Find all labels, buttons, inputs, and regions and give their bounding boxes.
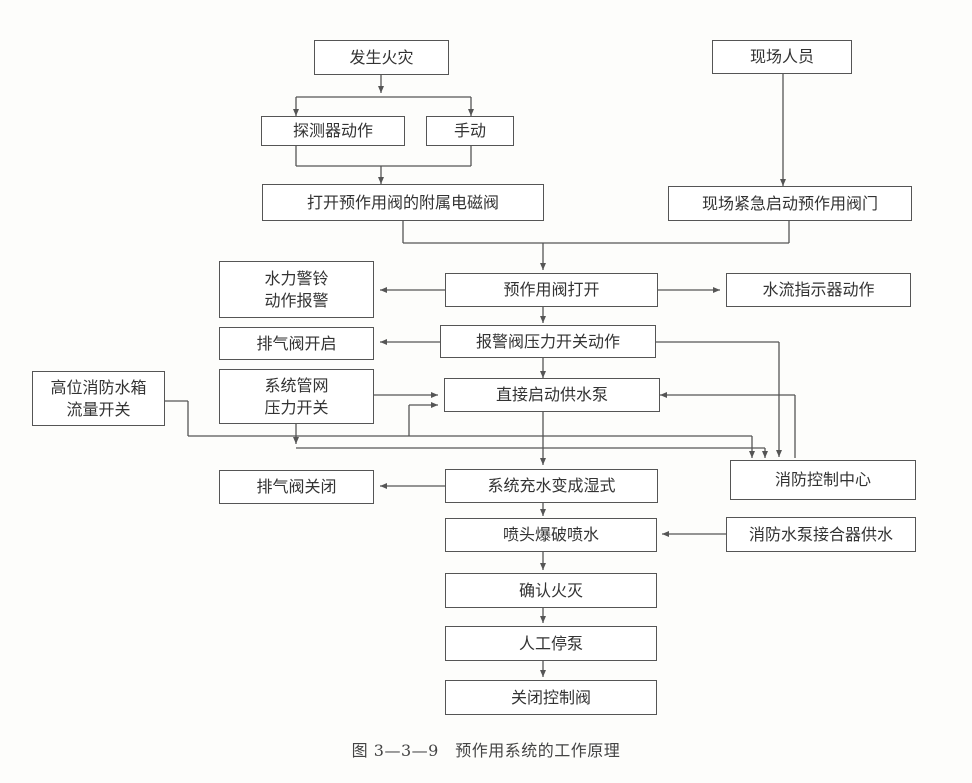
- node-pipe-pressure-switch-line1: 系统管网: [264, 375, 329, 395]
- node-flow-indicator: 水流指示器动作: [726, 273, 911, 307]
- node-alarm-pressure-switch: 报警阀压力开关动作: [440, 325, 656, 358]
- node-connector-supply-label: 消防水泵接合器供水: [748, 524, 893, 544]
- node-open-solenoid: 打开预作用阀的附属电磁阀: [262, 184, 544, 221]
- node-wet-conversion: 系统充水变成湿式: [445, 469, 658, 503]
- node-flow-indicator-label: 水流指示器动作: [762, 280, 875, 299]
- node-tank-flow-switch: 高位消防水箱 流量开关: [32, 371, 165, 426]
- figure-caption: 图 3—3—9 预作用系统的工作原理: [351, 741, 621, 760]
- node-water-gong-line1: 水力警铃: [264, 268, 329, 288]
- node-wet-conversion-label: 系统充水变成湿式: [487, 476, 616, 495]
- node-onsite-staff-label: 现场人员: [749, 47, 814, 66]
- node-control-center-label: 消防控制中心: [774, 470, 871, 489]
- node-water-gong-line2: 动作报警: [264, 290, 329, 310]
- node-manual-label: 手动: [453, 121, 486, 140]
- node-confirm-fire-label: 确认火灭: [518, 580, 583, 600]
- node-onsite-staff: 现场人员: [712, 40, 852, 74]
- node-fire: 发生火灾: [314, 40, 449, 75]
- node-sprinkler-spray: 喷头爆破喷水: [445, 518, 657, 552]
- node-start-pump: 直接启动供水泵: [444, 378, 660, 412]
- node-connector-supply: 消防水泵接合器供水: [726, 517, 916, 552]
- node-manual: 手动: [426, 116, 514, 146]
- node-pipe-pressure-switch-line2: 压力开关: [264, 397, 329, 417]
- node-onsite-emergency-start-label: 现场紧急启动预作用阀门: [701, 193, 878, 213]
- node-onsite-emergency-start: 现场紧急启动预作用阀门: [668, 186, 912, 221]
- node-exhaust-valve-open-label: 排气阀开启: [256, 333, 337, 353]
- node-stop-pump: 人工停泵: [445, 626, 657, 661]
- node-control-center: 消防控制中心: [730, 460, 916, 500]
- node-stop-pump-label: 人工停泵: [518, 633, 583, 653]
- node-water-gong: 水力警铃 动作报警: [219, 261, 374, 318]
- node-exhaust-valve-close-label: 排气阀关闭: [256, 477, 337, 496]
- node-start-pump-label: 直接启动供水泵: [495, 385, 608, 404]
- node-detector-action: 探测器动作: [261, 116, 405, 146]
- node-open-solenoid-label: 打开预作用阀的附属电磁阀: [306, 192, 499, 212]
- node-detector-action-label: 探测器动作: [292, 121, 373, 140]
- node-pipe-pressure-switch: 系统管网 压力开关: [219, 369, 374, 424]
- node-tank-flow-switch-line1: 高位消防水箱: [50, 377, 147, 397]
- node-preaction-valve-open: 预作用阀打开: [445, 273, 658, 307]
- node-confirm-fire: 确认火灭: [445, 573, 657, 608]
- node-close-valve: 关闭控制阀: [445, 680, 657, 715]
- node-tank-flow-switch-line2: 流量开关: [66, 399, 131, 419]
- node-alarm-pressure-switch-label: 报警阀压力开关动作: [475, 331, 620, 351]
- node-exhaust-valve-open: 排气阀开启: [219, 327, 374, 360]
- node-fire-label: 发生火灾: [349, 47, 414, 67]
- node-exhaust-valve-close: 排气阀关闭: [219, 470, 374, 504]
- node-sprinkler-spray-label: 喷头爆破喷水: [502, 525, 599, 544]
- node-close-valve-label: 关闭控制阀: [510, 687, 591, 707]
- node-preaction-valve-open-label: 预作用阀打开: [503, 280, 600, 299]
